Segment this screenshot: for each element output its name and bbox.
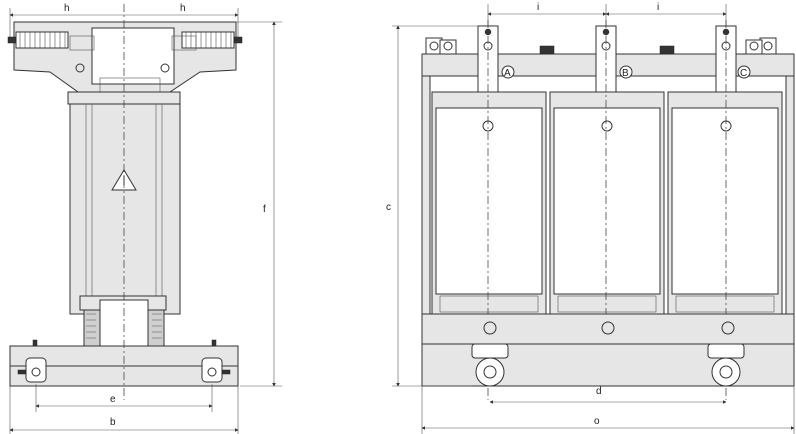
top-clamp — [91, 27, 175, 85]
dimension-o: o — [421, 386, 795, 434]
dimension-e: e — [35, 384, 213, 412]
dim-label-i-right: i — [657, 2, 659, 13]
dimension-d: d — [489, 386, 727, 404]
front-view: i i A B — [386, 2, 795, 434]
wheel-right — [201, 357, 231, 383]
coil-side — [69, 103, 181, 315]
phase-marker-c: C — [740, 68, 747, 79]
phase-marker-b: B — [622, 68, 629, 79]
dim-label-i-left: i — [537, 2, 539, 13]
dim-label-h-right: h — [180, 3, 186, 14]
coil-b — [549, 91, 665, 315]
dim-label-d: d — [596, 386, 602, 397]
dim-label-e: e — [110, 394, 116, 405]
terminal-a: A — [477, 25, 515, 99]
dim-label-h-left: h — [64, 3, 70, 14]
side-view: h h — [7, 3, 282, 434]
phase-marker-a: A — [504, 68, 511, 79]
dimension-b: b — [9, 386, 239, 434]
wheel-front-left — [471, 343, 509, 387]
wheel-left — [17, 357, 47, 383]
dim-label-c: c — [386, 202, 391, 213]
coil-a — [431, 91, 547, 315]
terminal-fins-right — [181, 31, 243, 49]
dim-label-o: o — [594, 416, 600, 427]
terminal-c: C — [715, 25, 751, 99]
dimension-f: f — [236, 21, 282, 387]
dimension-c: c — [386, 25, 478, 387]
wheel-front-right — [707, 343, 745, 387]
dim-label-f: f — [263, 204, 266, 215]
coil-c — [667, 91, 783, 315]
dim-label-b: b — [110, 417, 116, 428]
terminal-fins-left — [7, 31, 69, 49]
